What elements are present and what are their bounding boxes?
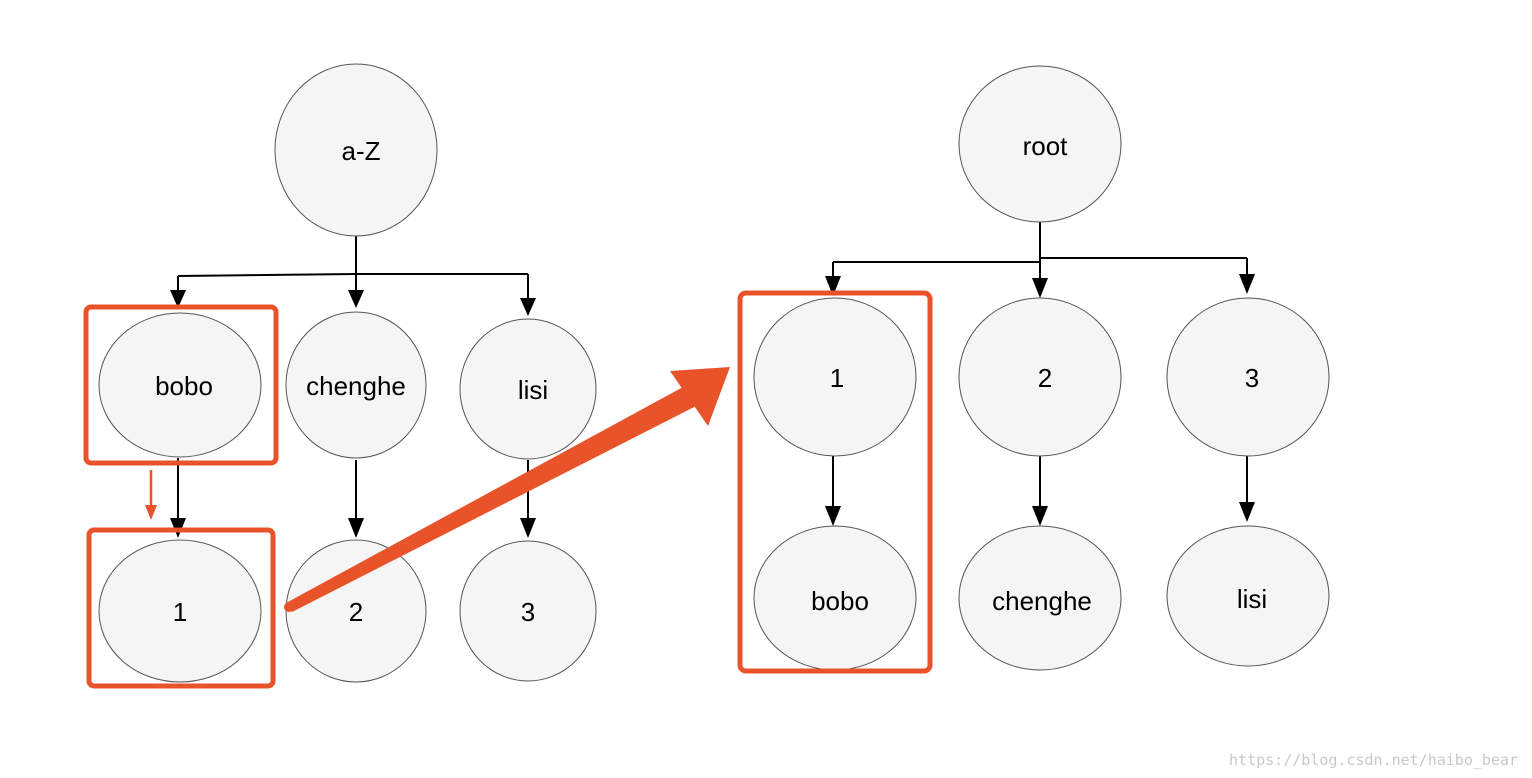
arrowhead-icon [170,290,186,308]
watermark-text: https://blog.csdn.net/haibo_bear [1229,751,1518,769]
tree-node-chenghe: chenghe [958,525,1122,671]
node-label: chenghe [992,586,1092,616]
left-tree-edges [177,236,529,530]
highlight-box-1 [86,527,276,689]
node-label: bobo [811,586,869,616]
tree-node-bobo: bobo [98,312,262,458]
node-label: 2 [1038,363,1052,393]
arrowhead-icon [1239,502,1255,522]
node-label: bobo [155,371,213,401]
tree-node-2: 2 [958,297,1122,457]
tree-node-1: 1 [753,297,917,457]
right-tree-arrowheads [825,274,1255,526]
node-label: 1 [173,597,187,627]
highlight-box-right-column [737,290,933,674]
arrowhead-icon [1032,278,1048,298]
right-tree-edges [832,222,1248,512]
tree-node-root: root [958,65,1122,223]
node-label: 1 [830,363,844,393]
tree-node-3: 3 [459,540,597,682]
node-label: 3 [521,597,535,627]
arrowhead-icon [348,290,364,308]
node-label: chenghe [306,371,406,401]
node-label: 3 [1245,363,1259,393]
tree-node-chenghe: chenghe [285,311,427,459]
right-tree: root 1 2 3 bobo chenghe lisi [753,65,1330,671]
arrowhead-icon [825,276,841,296]
tree-node-lisi: lisi [1166,525,1330,667]
tree-node-bobo: bobo [753,525,917,671]
arrowhead-icon [520,518,536,538]
left-tree-arrowheads [170,290,536,538]
node-label: a-Z [342,136,381,166]
small-down-arrow-icon [145,470,157,520]
tree-node-1: 1 [98,539,262,683]
left-tree: a-Z bobo chenghe lisi 1 2 3 [98,63,597,683]
arrowhead-icon [1239,274,1255,294]
tree-node-lisi: lisi [459,318,597,460]
node-label: root [1023,131,1069,161]
tree-node-3: 3 [1166,297,1330,457]
arrowhead-icon [1032,506,1048,526]
node-label: lisi [1237,584,1267,614]
arrowhead-icon [348,518,364,538]
edge-branch-left [177,273,357,277]
tree-node-root: a-Z [274,63,438,237]
highlights [83,290,933,689]
arrowhead-icon [520,298,536,316]
tree-node-2: 2 [285,539,427,683]
node-label: 2 [349,597,363,627]
transform-arrow-icon [284,367,730,612]
highlight-box-bobo [83,304,279,466]
arrowhead-icon [825,506,841,526]
node-label: lisi [518,375,548,405]
